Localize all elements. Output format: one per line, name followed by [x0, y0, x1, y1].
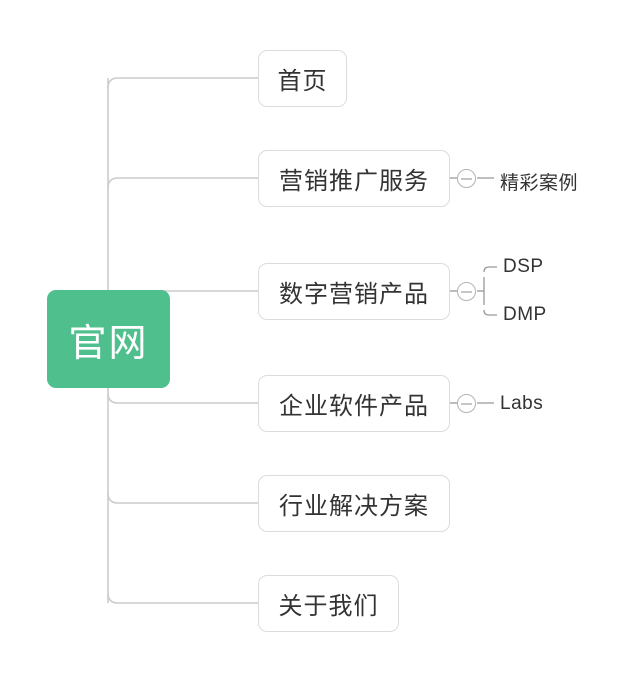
leaf-label-marketing-cases[interactable]: 精彩案例 [500, 168, 578, 195]
branch-node-marketing-services[interactable]: 营销推广服务 [258, 150, 450, 207]
root-node[interactable]: 官网 [47, 290, 170, 388]
minus-circle-icon[interactable] [457, 282, 476, 301]
leaf-label-text: DSP [503, 256, 544, 277]
branch-node-label: 数字营销产品 [279, 281, 429, 308]
leaf-label-dsp[interactable]: DSP [503, 256, 544, 278]
leaf-label-text: 精彩案例 [500, 173, 579, 194]
leaf-label-dmp[interactable]: DMP [503, 304, 547, 326]
branch-node-label: 营销推广服务 [279, 168, 429, 195]
branch-node-industry-solutions[interactable]: 行业解决方案 [258, 475, 450, 532]
branch-node-label: 企业软件产品 [279, 393, 429, 420]
root-node-label: 官网 [68, 322, 149, 365]
leaf-label-labs[interactable]: Labs [500, 393, 543, 415]
minus-circle-icon[interactable] [457, 169, 476, 188]
branch-node-label: 行业解决方案 [279, 493, 429, 520]
minus-circle-icon[interactable] [457, 394, 476, 413]
branch-node-about-us[interactable]: 关于我们 [258, 575, 399, 632]
leaf-label-text: DMP [503, 304, 547, 325]
branch-node-label: 关于我们 [278, 593, 379, 620]
branch-node-home[interactable]: 首页 [258, 50, 347, 107]
branch-node-digital-products[interactable]: 数字营销产品 [258, 263, 450, 320]
leaf-label-text: Labs [500, 393, 544, 414]
branch-node-enterprise-software[interactable]: 企业软件产品 [258, 375, 450, 432]
branch-node-label: 首页 [277, 68, 328, 95]
